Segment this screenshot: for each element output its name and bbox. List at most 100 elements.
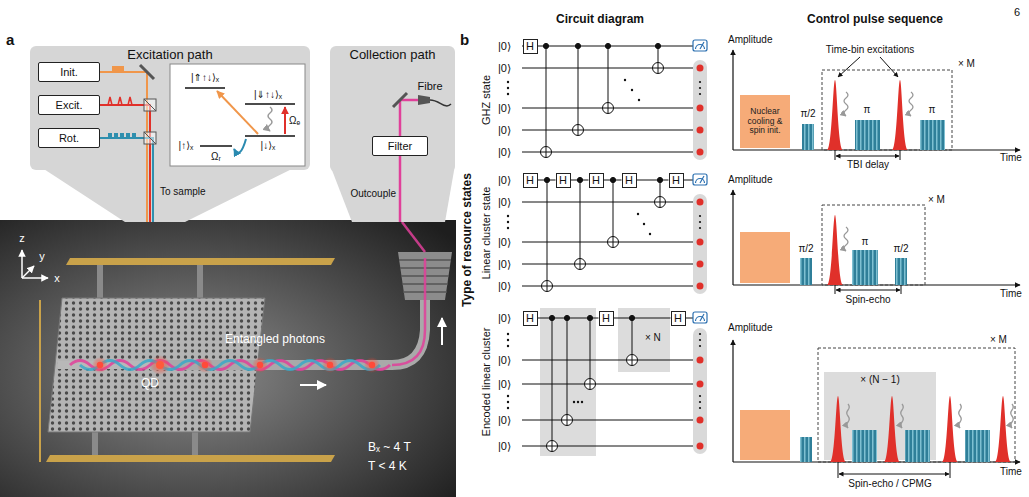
pulse-label: π/2 bbox=[893, 243, 908, 255]
energy-level-inset bbox=[217, 91, 258, 134]
state-label: |⇓↑↓⟩ₓ bbox=[254, 89, 282, 101]
cnot-gate bbox=[658, 46, 659, 74]
excitation-panel-shape bbox=[100, 105, 150, 222]
qubit-wire bbox=[571, 180, 589, 181]
photon-column bbox=[699, 345, 701, 347]
ellipsis-dots bbox=[507, 87, 509, 89]
ellipsis-dots bbox=[507, 213, 651, 235]
cnot-gate bbox=[542, 177, 666, 291]
interval-arrow bbox=[901, 285, 902, 294]
measurement-symbol bbox=[693, 312, 707, 323]
sample-illustration bbox=[252, 357, 268, 373]
cnot-gate bbox=[660, 180, 661, 208]
excitation-panel-shape bbox=[144, 132, 156, 144]
cnot-gate bbox=[627, 360, 638, 361]
repeat-label: × N bbox=[645, 332, 661, 344]
photon-column bbox=[699, 395, 701, 397]
repeat-label: × M bbox=[958, 58, 975, 70]
qubit-wire bbox=[604, 180, 622, 181]
node-text: Collection path bbox=[330, 46, 455, 63]
excitation-pulse bbox=[942, 396, 958, 462]
dot-label: QD bbox=[141, 377, 159, 391]
qubit-init: |0⟩ bbox=[498, 440, 511, 453]
sample-illustration bbox=[369, 362, 375, 368]
node-text: H bbox=[602, 312, 610, 325]
excitation-pulse bbox=[892, 80, 908, 150]
measurement-symbol bbox=[693, 174, 707, 185]
cluster-circuit bbox=[522, 242, 694, 243]
column-heading: Control pulse sequence bbox=[807, 13, 943, 27]
sample-illustration bbox=[0, 220, 456, 497]
node-text: H bbox=[592, 174, 600, 187]
row-label: GHZ state bbox=[480, 75, 493, 125]
sample-illustration bbox=[0, 220, 456, 497]
excitation-panel-shape bbox=[114, 133, 118, 138]
cnot-gate bbox=[546, 46, 547, 158]
sample-illustration bbox=[97, 362, 103, 368]
pulse-label: π/2 bbox=[798, 243, 813, 255]
sample-illustration bbox=[97, 265, 103, 298]
photon-column bbox=[699, 221, 701, 223]
ellipsis-dots bbox=[507, 407, 509, 409]
interval-arrow bbox=[835, 150, 836, 160]
node-text: H bbox=[559, 174, 567, 187]
photon-emission bbox=[1011, 404, 1014, 428]
ellipsis-dots bbox=[507, 221, 509, 223]
cluster-circuit bbox=[522, 180, 694, 286]
pulse-axes bbox=[732, 50, 733, 150]
sample-illustration bbox=[22, 277, 48, 279]
hadamard-gate: H bbox=[622, 173, 637, 188]
sample-illustration bbox=[392, 258, 425, 365]
encoded-circuit bbox=[686, 318, 693, 319]
qubit-init: |0⟩ bbox=[498, 174, 511, 187]
axis-label: y bbox=[39, 250, 45, 263]
photon-column bbox=[699, 227, 701, 229]
measurement-symbol bbox=[700, 42, 704, 49]
sample-illustration bbox=[197, 357, 213, 373]
excitation-panel-shape bbox=[108, 97, 132, 105]
node-text: Nuclear cooling & spin init. bbox=[741, 107, 789, 136]
ellipsis-dots bbox=[507, 81, 509, 83]
excitation-pulse bbox=[827, 80, 1011, 462]
cnot-gate bbox=[590, 318, 591, 390]
measurement-symbol bbox=[693, 40, 707, 51]
axis-label: Amplitude bbox=[728, 34, 772, 46]
rotation-pulse bbox=[895, 258, 907, 285]
collection-panel-shape bbox=[330, 46, 455, 172]
sample-illustration bbox=[46, 455, 335, 462]
qubit-wire bbox=[614, 318, 671, 319]
condition-label: T < 4 K bbox=[368, 460, 407, 474]
cnot-gate bbox=[552, 318, 553, 452]
ellipsis-dots bbox=[507, 333, 583, 409]
node-text: Rot. bbox=[59, 131, 79, 145]
excitation-pulse bbox=[827, 215, 843, 285]
ellipsis-dots bbox=[631, 89, 633, 91]
init-block bbox=[740, 410, 790, 460]
cnot-gate bbox=[547, 315, 638, 451]
axis-label: Amplitude bbox=[728, 322, 772, 334]
energy-level-inset bbox=[170, 64, 305, 166]
qubit-init: |0⟩ bbox=[498, 124, 511, 137]
excitation-pulse bbox=[830, 396, 846, 462]
interval-arrow bbox=[836, 290, 900, 291]
photon-column bbox=[699, 87, 701, 89]
ellipsis-dots bbox=[643, 223, 645, 225]
sample-illustration bbox=[257, 362, 263, 368]
encoded-circuit bbox=[522, 420, 694, 421]
energy-level-inset bbox=[268, 107, 272, 131]
rotation-pulse bbox=[852, 250, 878, 285]
cnot-gate bbox=[655, 202, 666, 203]
qubit-init: |0⟩ bbox=[498, 280, 511, 293]
measurement-symbol bbox=[693, 40, 707, 51]
pulse-axes bbox=[732, 190, 733, 285]
photon-column bbox=[697, 65, 704, 72]
transition-label: Ωᵣ bbox=[211, 151, 221, 163]
ellipsis-dots bbox=[581, 401, 583, 403]
ghz-circuit bbox=[522, 108, 694, 109]
encoded-circuit bbox=[522, 360, 694, 361]
rotation-pulse bbox=[800, 120, 990, 462]
node-text: H bbox=[674, 312, 682, 325]
photon-column bbox=[699, 81, 701, 83]
encoded-circuit bbox=[522, 384, 694, 385]
cnot-gate bbox=[578, 46, 579, 136]
